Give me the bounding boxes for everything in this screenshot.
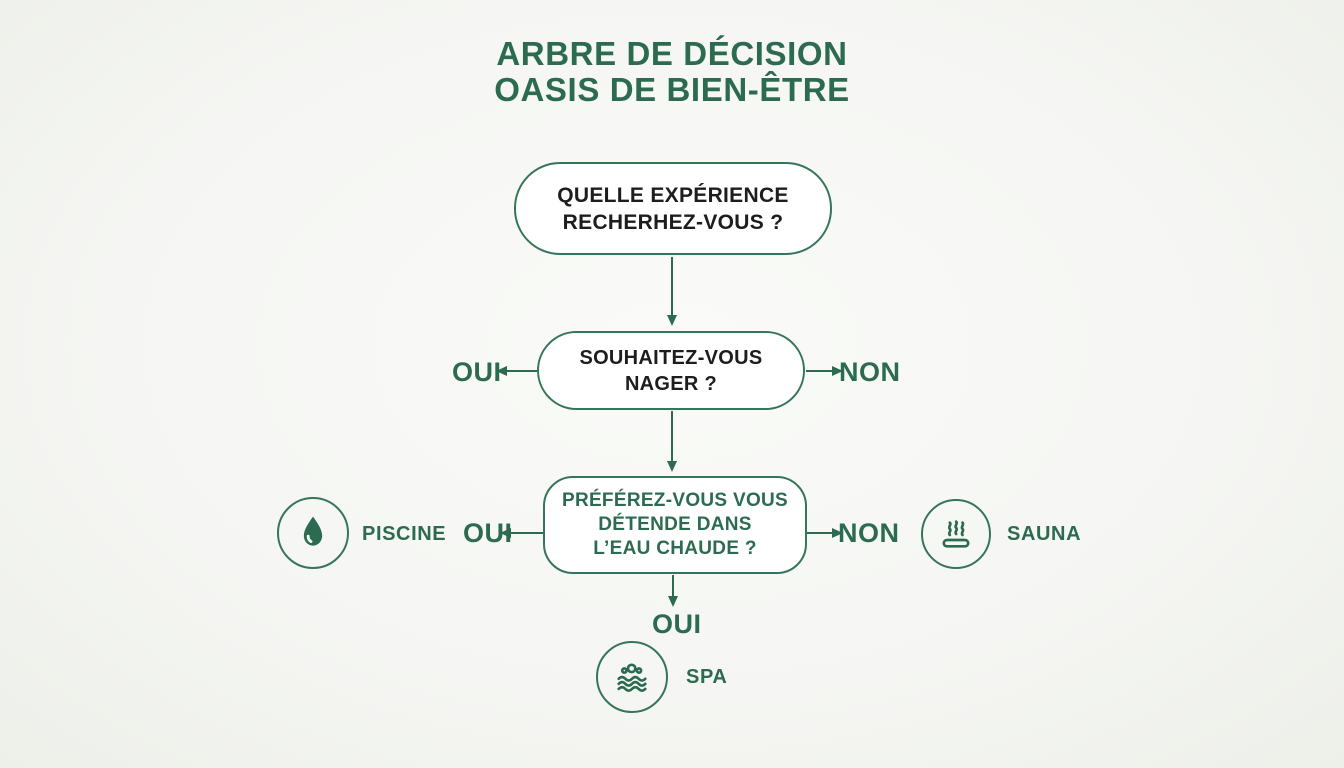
spa-waves-icon <box>617 663 647 692</box>
node-q3-line1: PRÉFÉREZ-VOUS VOUS <box>561 490 789 511</box>
branch-label-q2-non: NON <box>839 357 901 387</box>
sauna-steam-icon <box>942 520 970 548</box>
arrow-down-q3-to-spa <box>667 575 678 607</box>
node-q3-line2: DÉTENDE DANS <box>598 514 752 535</box>
node-q3-line3: L’EAU CHAUDE ? <box>593 538 757 559</box>
arrow-right-q2-non <box>806 365 843 376</box>
node-question-experience: QUELLE EXPÉRIENCE RECHERHEZ-VOUS ? <box>514 162 832 255</box>
branch-label-spa-oui: OUI <box>652 609 702 639</box>
outcome-label-piscine: PISCINE <box>362 523 447 545</box>
arrow-down-q1-to-q2 <box>666 257 677 326</box>
node-q1-line2: RECHERHEZ-VOUS ? <box>562 210 784 234</box>
arrow-down-q2-to-q3 <box>666 411 677 472</box>
node-q2-line2: NAGER ? <box>624 372 718 395</box>
arrow-right-q3-non <box>807 527 843 538</box>
arrow-left-q3-oui <box>500 527 543 538</box>
outcome-circle-spa <box>596 641 668 713</box>
branch-label-q3-non: NON <box>838 518 900 548</box>
water-drop-icon <box>303 516 323 546</box>
outcome-label-spa: SPA <box>686 666 728 688</box>
arrow-left-q2-oui <box>496 365 537 376</box>
outcome-circle-sauna <box>921 499 991 569</box>
node-question-nager: SOUHAITEZ-VOUS NAGER ? <box>537 331 805 410</box>
branch-label-q2-oui: OUI <box>452 357 502 387</box>
node-q2-line1: SOUHAITEZ-VOUS <box>579 346 763 369</box>
node-q1-line1: QUELLE EXPÉRIENCE <box>557 183 789 207</box>
outcome-circle-piscine <box>277 497 349 569</box>
outcome-label-sauna: SAUNA <box>1007 523 1082 545</box>
page-title-line1: ARBRE DE DÉCISION <box>496 35 848 72</box>
page-title-line2: OASIS DE BIEN-ÊTRE <box>494 71 850 108</box>
page-title: ARBRE DE DÉCISION OASIS DE BIEN-ÊTRE <box>0 36 1344 108</box>
node-question-eau-chaude: PRÉFÉREZ-VOUS VOUS DÉTENDE DANS L’EAU CH… <box>543 476 807 574</box>
branch-label-q3-oui: OUI <box>463 518 513 548</box>
